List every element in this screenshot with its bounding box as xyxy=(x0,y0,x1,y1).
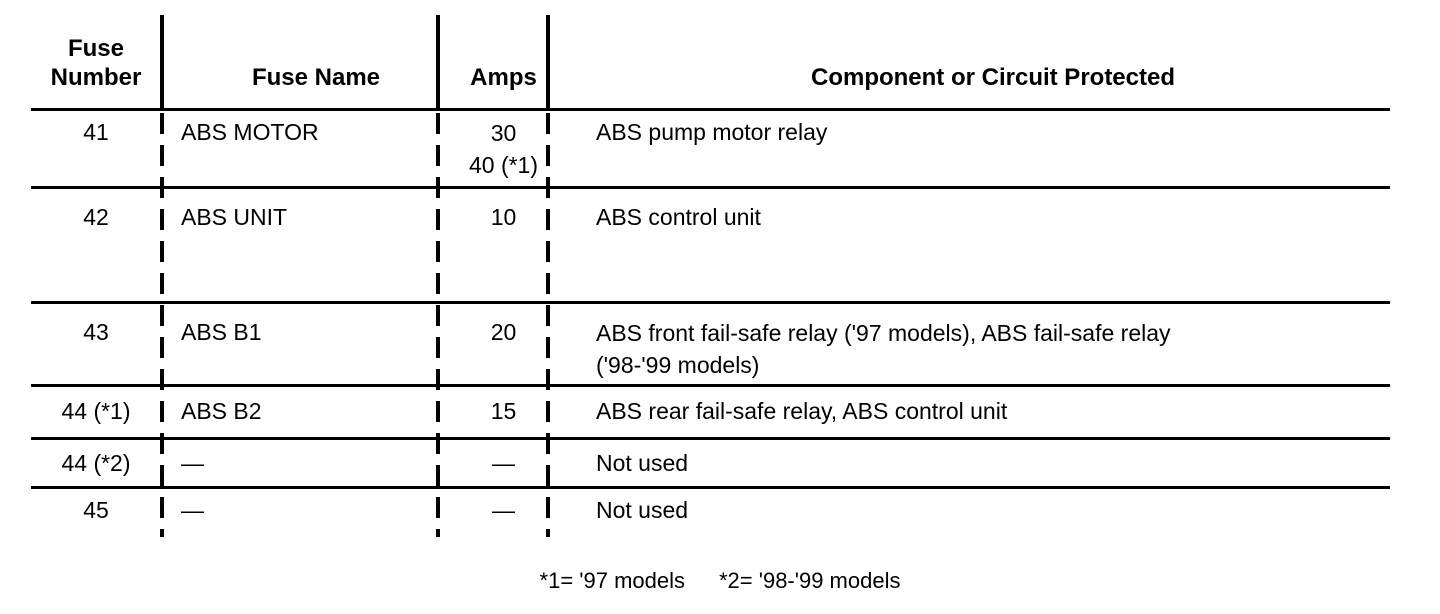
cell-fuse-number: 44 (*1) xyxy=(61,398,131,424)
cell-fuse-name: — xyxy=(181,450,204,476)
cell-fuse-number: 43 xyxy=(83,319,109,345)
rule-below-row-44b xyxy=(31,486,1390,489)
header-component: Component or Circuit Protected xyxy=(810,64,1176,91)
cell-component: Not used xyxy=(596,450,689,476)
column-separator-3-body xyxy=(546,113,550,537)
cell-component: ABS front fail-safe relay ('97 models), … xyxy=(596,320,1171,378)
cell-amps: — xyxy=(492,497,515,523)
cell-fuse-name: — xyxy=(181,497,204,523)
cell-fuse-name: ABS B1 xyxy=(181,319,262,345)
cell-component: ABS control unit xyxy=(596,204,761,230)
column-separator-2-header xyxy=(436,15,440,111)
cell-fuse-name: ABS MOTOR xyxy=(181,119,319,145)
rule-below-header xyxy=(31,108,1390,111)
cell-fuse-number: 44 (*2) xyxy=(61,450,131,476)
cell-fuse-number: 42 xyxy=(83,204,109,230)
column-separator-3-header xyxy=(546,15,550,111)
column-separator-2-body xyxy=(436,113,440,537)
cell-component: ABS pump motor relay xyxy=(596,119,828,145)
cell-amps: — xyxy=(492,450,515,476)
rule-below-row-44a xyxy=(31,437,1390,440)
rule-below-row-42 xyxy=(31,301,1390,304)
cell-amps: 15 xyxy=(490,398,517,424)
header-amps: Amps xyxy=(470,64,537,91)
footnote-row: *1= '97 models *2= '98-'99 models xyxy=(0,568,1440,594)
cell-fuse-number: 41 xyxy=(83,119,109,145)
fuse-table: Fuse Number Fuse Name Amps Component or … xyxy=(31,0,1390,540)
cell-amps: 10 xyxy=(490,204,517,230)
header-fuse-name: Fuse Name xyxy=(251,64,381,91)
rule-below-row-43 xyxy=(31,384,1390,387)
header-fuse-number: Fuse Number xyxy=(50,35,142,91)
column-separator-1-header xyxy=(160,15,164,111)
column-separator-1-body xyxy=(160,113,164,537)
footnote-1: *1= '97 models xyxy=(539,568,685,593)
footnote-2: *2= '98-'99 models xyxy=(719,568,901,593)
cell-component: Not used xyxy=(596,497,689,523)
cell-fuse-number: 45 xyxy=(83,497,109,523)
cell-fuse-name: ABS UNIT xyxy=(181,204,288,230)
cell-component: ABS rear fail-safe relay, ABS control un… xyxy=(596,398,1008,424)
cell-amps: 30 40 (*1) xyxy=(468,120,539,178)
rule-below-row-41 xyxy=(31,186,1390,189)
cell-amps: 20 xyxy=(490,319,517,345)
cell-fuse-name: ABS B2 xyxy=(181,398,262,424)
